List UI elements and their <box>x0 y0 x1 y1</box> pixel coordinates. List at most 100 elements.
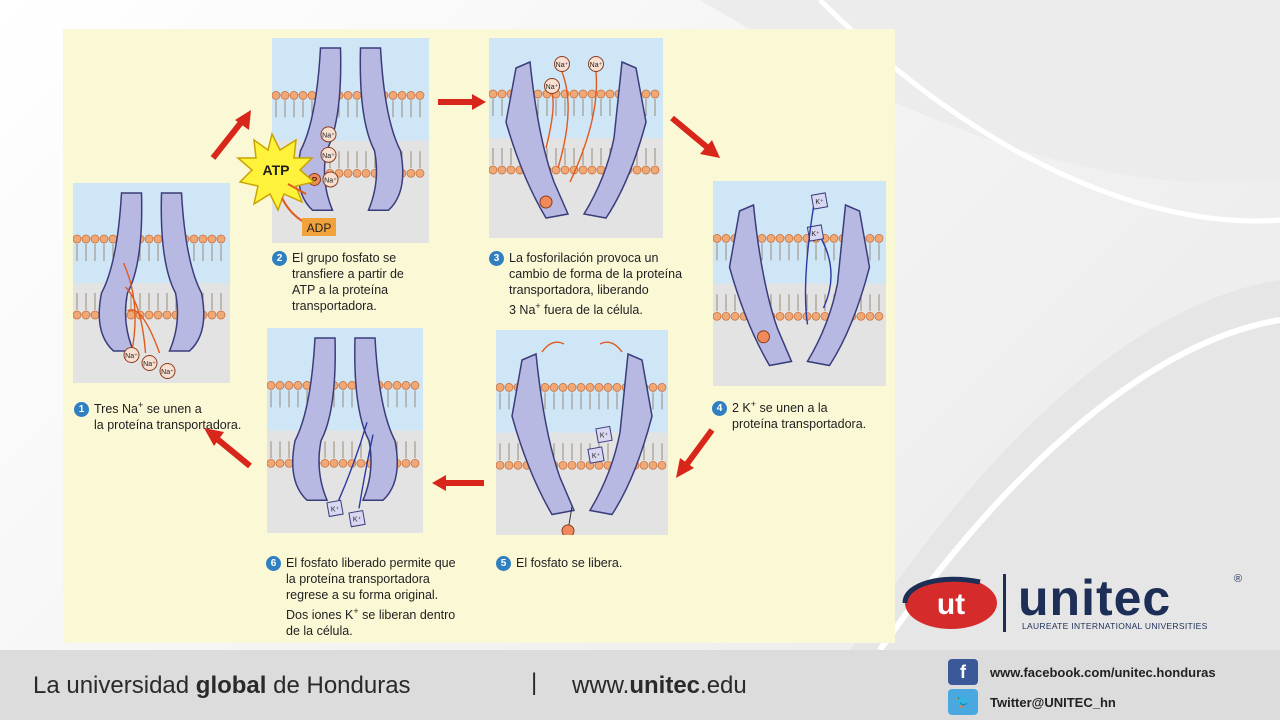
lipid-head <box>558 460 568 470</box>
lipid-head <box>497 165 507 175</box>
lipid-head <box>713 234 722 243</box>
step-number-badge: 3 <box>489 251 504 266</box>
transport-protein-right <box>588 352 653 516</box>
na-ion: Na⁺ <box>159 363 176 379</box>
lipid-head <box>272 91 281 100</box>
lipid-head <box>856 311 866 321</box>
lipid-head <box>784 311 794 321</box>
lipid-head <box>284 458 294 468</box>
lipid-head <box>153 234 163 244</box>
transport-protein-right <box>160 192 205 352</box>
k-ion: K⁺ <box>348 509 366 528</box>
lipid-head <box>388 91 398 100</box>
lipid-head <box>587 165 597 175</box>
svg-text:Na⁺: Na⁺ <box>556 62 569 69</box>
lipid-head <box>284 381 294 390</box>
lipid-head <box>713 311 722 321</box>
lipid-head <box>406 168 416 178</box>
caption-line: transfiere a partir de <box>292 267 404 281</box>
lipid-head <box>594 383 604 392</box>
transport-protein-left <box>292 337 336 501</box>
phosphate-label: P <box>312 176 317 185</box>
lipid-head <box>361 168 371 178</box>
na-binding-arrow <box>127 309 161 354</box>
shape-change-arrow <box>599 341 623 353</box>
lipid-head <box>766 234 776 243</box>
lipid-head <box>506 165 516 175</box>
svg-text:Na⁺: Na⁺ <box>322 132 335 139</box>
adp-label: ADP <box>307 221 332 235</box>
lipid-head <box>383 381 393 390</box>
lipid-head <box>153 310 163 320</box>
caption-line: 3 Na+ fuera de la célula. <box>509 301 643 318</box>
svg-text:K⁺: K⁺ <box>600 433 609 440</box>
lipid-head <box>639 460 649 470</box>
svg-text:Na⁺: Na⁺ <box>161 369 174 376</box>
transport-protein-right <box>806 203 871 367</box>
na-release-arrow <box>545 93 554 149</box>
footer-website-link[interactable]: www.unitec.edu <box>572 672 747 699</box>
facebook-link[interactable]: f www.facebook.com/unitec.honduras <box>948 659 1216 685</box>
lipid-head <box>275 458 285 468</box>
lipid-head <box>730 311 740 321</box>
lipid-head <box>829 234 839 243</box>
caption-line: El fosfato se libera. <box>516 556 623 570</box>
twitter-icon: 🐦 <box>948 689 978 715</box>
na-ion: Na⁺ <box>554 56 570 72</box>
cytoplasm-space <box>267 430 423 533</box>
na-release-arrow <box>569 71 598 183</box>
na-ion: Na⁺ <box>588 56 604 72</box>
lipid-head <box>401 458 411 468</box>
lipid-head <box>657 383 667 392</box>
lipid-head <box>757 234 767 243</box>
twitter-link[interactable]: 🐦 Twitter@UNITEC_hn <box>948 689 1116 715</box>
lipid-head <box>81 310 91 320</box>
lipid-head <box>549 383 559 392</box>
lipid-head <box>289 91 299 100</box>
transport-protein-right <box>359 47 404 211</box>
lipid-head <box>356 458 366 468</box>
lipid-head <box>207 310 217 320</box>
lipid-head <box>648 383 658 392</box>
lipid-head <box>632 165 642 175</box>
step-number-badge: 1 <box>74 402 89 418</box>
lipid-head <box>650 89 660 99</box>
k-ion: K⁺ <box>810 192 829 210</box>
lipid-head <box>504 383 514 392</box>
panel-step-1: Na⁺Na⁺Na⁺ <box>73 183 230 383</box>
lipid-head <box>513 460 523 470</box>
lipid-head <box>352 91 362 100</box>
lipid-head <box>73 310 82 320</box>
caption-line: Tres Na+ se unen a <box>94 400 202 417</box>
logo-wordmark: unitec <box>1018 570 1172 626</box>
facebook-icon: f <box>948 659 978 685</box>
lipid-head <box>293 381 303 390</box>
step-number-badge: 5 <box>496 556 511 571</box>
caption-line: cambio de forma de la proteína <box>509 267 683 281</box>
lipid-head <box>352 168 362 178</box>
lipid-head <box>560 165 570 175</box>
k-ion: K⁺ <box>326 499 344 518</box>
k-ion: K⁺ <box>595 425 613 444</box>
k-ion: K⁺ <box>806 224 825 242</box>
lipid-head <box>865 234 875 243</box>
lipid-head <box>347 381 357 390</box>
lipid-head <box>198 234 208 244</box>
logo-registered: ® <box>1234 573 1243 585</box>
panel-step-4: K⁺ K⁺ <box>713 181 886 386</box>
lipid-head <box>489 89 498 99</box>
lipid-head <box>298 91 308 100</box>
k-ion: K⁺ <box>587 446 605 464</box>
caption-line: la proteína transportadora <box>286 572 430 586</box>
lipid-head <box>406 91 416 100</box>
lipid-head <box>596 89 606 99</box>
logo-divider <box>1003 574 1006 632</box>
k-binding-arrow <box>804 206 815 325</box>
panel-step-3: Na⁺Na⁺Na⁺ <box>489 38 663 238</box>
lipid-head <box>641 165 651 175</box>
lipid-head <box>603 383 613 392</box>
lipid-head <box>587 89 597 99</box>
lipid-head <box>415 168 425 178</box>
lipid-head <box>874 311 884 321</box>
